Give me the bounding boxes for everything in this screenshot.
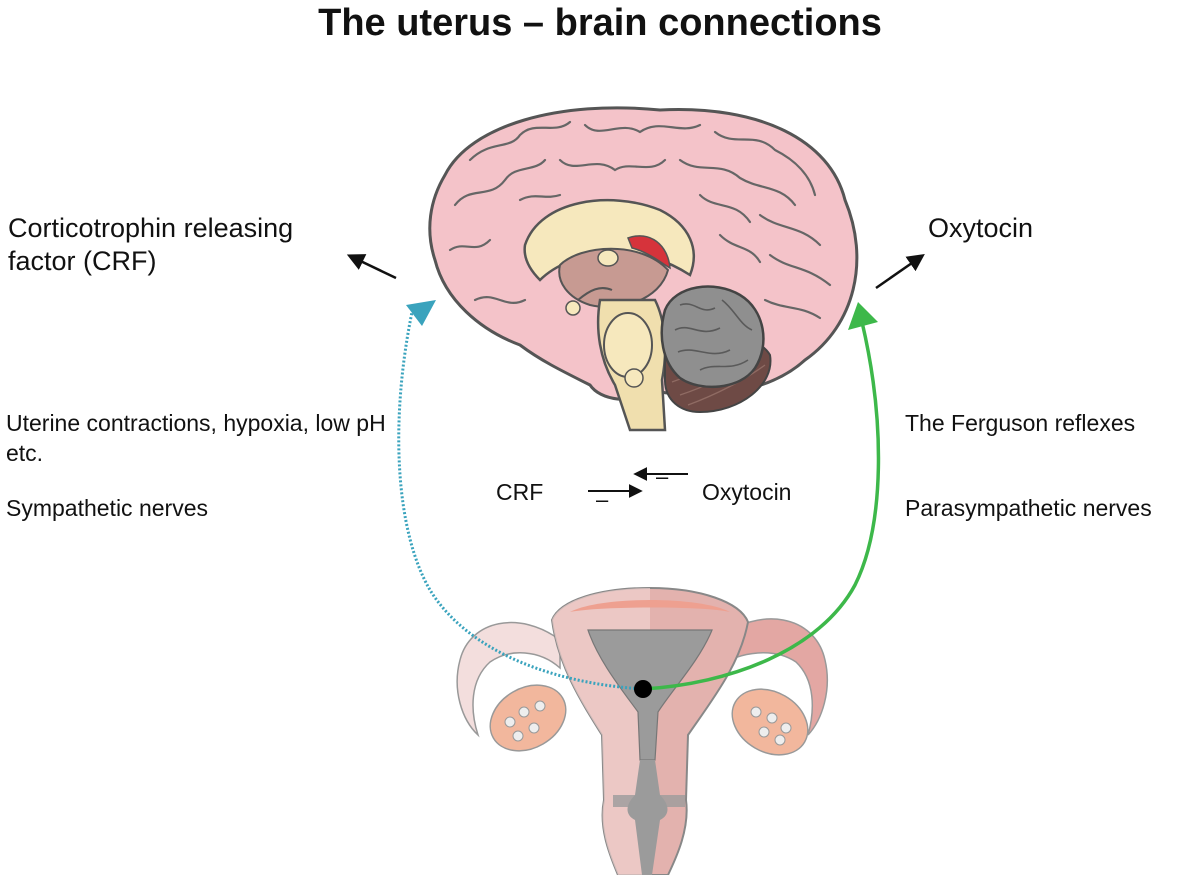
fornix bbox=[627, 235, 671, 270]
pituitary bbox=[565, 300, 581, 316]
left-stimulus-label: Uterine contractions, hypoxia, low pH et… bbox=[6, 410, 386, 466]
cerebellum-folia bbox=[674, 299, 753, 371]
sympathetic-arrowhead bbox=[406, 300, 436, 326]
left-fallopian-tube bbox=[456, 621, 561, 738]
parasympathetic-arrow bbox=[642, 321, 881, 691]
left-ovary bbox=[489, 684, 567, 752]
cerebellum bbox=[660, 285, 765, 389]
parasympathetic-arrowhead bbox=[848, 302, 878, 330]
right-stimulus-label: The Ferguson reflexes bbox=[905, 410, 1136, 436]
ovarian-follicles bbox=[504, 700, 792, 746]
oxytocin-output-arrow bbox=[875, 254, 925, 290]
medulla-node bbox=[624, 368, 644, 388]
left-pathway-label: Sympathetic nerves bbox=[6, 495, 208, 521]
left-hormone-label: Corticotrophin releasing factor (CRF) bbox=[8, 213, 294, 276]
cervical-canal bbox=[627, 760, 668, 875]
right-pathway-label: Parasympathetic nerves bbox=[905, 495, 1152, 521]
diagram-title: The uterus – brain connections bbox=[318, 2, 882, 44]
inhibition-sign-bottom: – bbox=[596, 487, 609, 512]
sympathetic-arrow bbox=[397, 311, 644, 691]
uterus-illustration bbox=[456, 586, 829, 875]
thalamus bbox=[558, 247, 670, 308]
center-oxytocin-label: Oxytocin bbox=[702, 479, 792, 505]
pons bbox=[603, 312, 653, 378]
uterus-origin-node bbox=[634, 680, 652, 698]
inhibition-sign-top: – bbox=[656, 464, 669, 489]
brain-illustration bbox=[428, 106, 859, 432]
right-hormone-label: Oxytocin bbox=[928, 213, 1034, 243]
center-crf-label: CRF bbox=[496, 479, 544, 505]
third-ventricle bbox=[597, 249, 619, 267]
brain-gyri bbox=[448, 120, 832, 320]
crf-output-arrow bbox=[346, 254, 397, 280]
